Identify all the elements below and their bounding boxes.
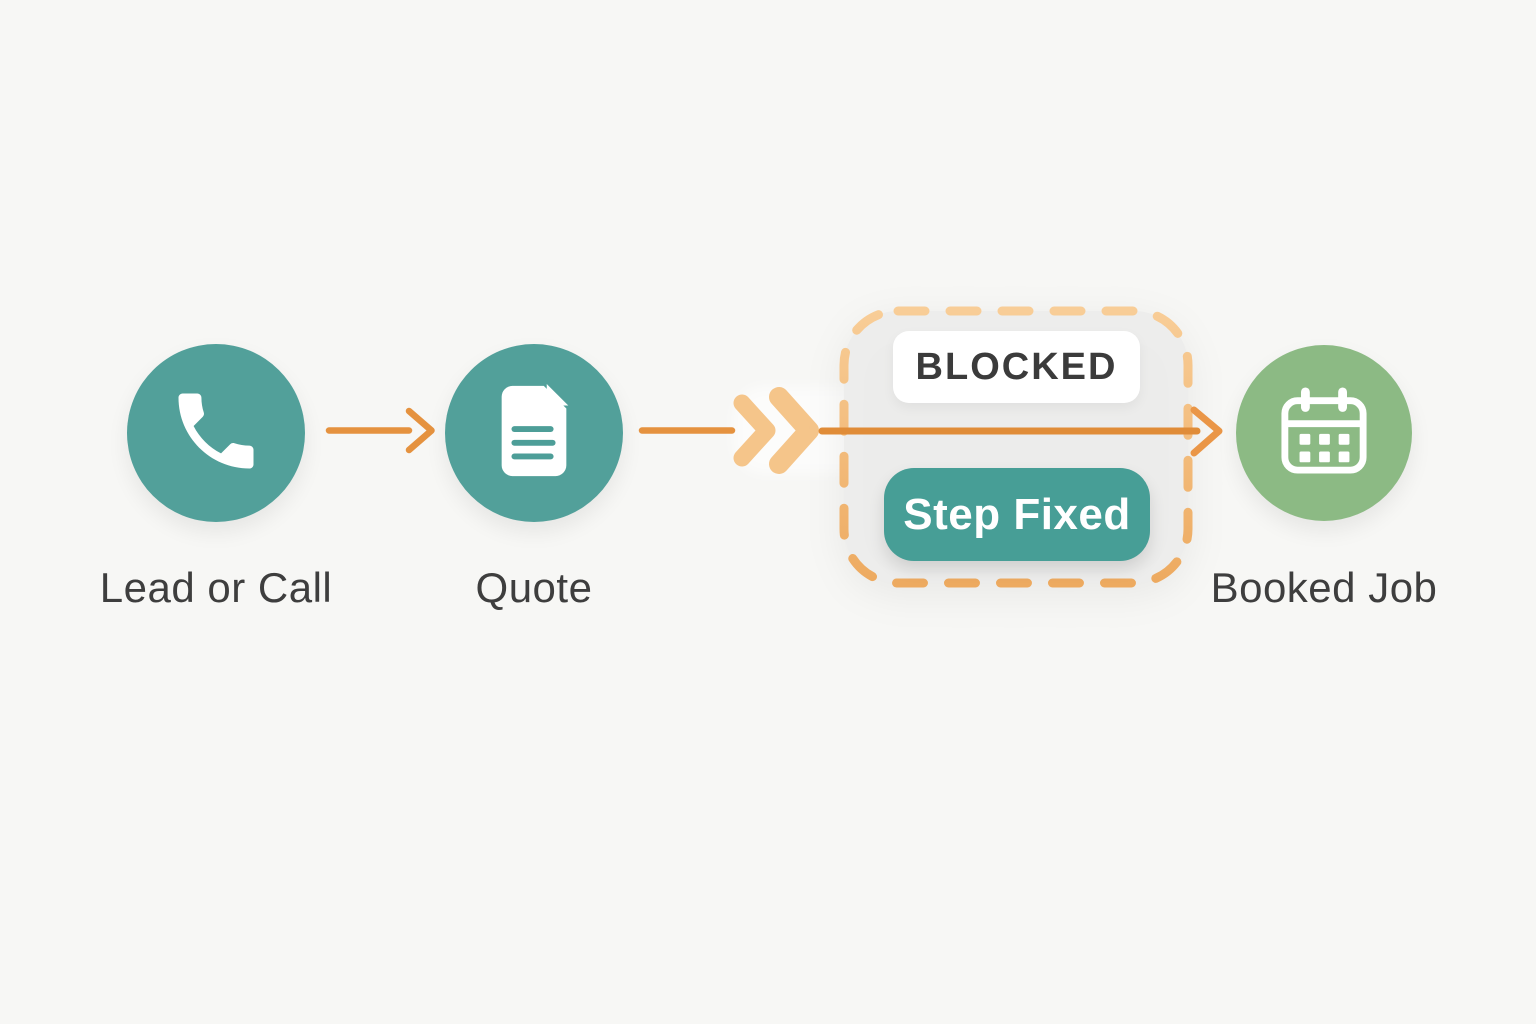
node-lead-or-call	[127, 344, 305, 522]
node-label-lead-or-call: Lead or Call	[99, 564, 333, 611]
step-fixed-button[interactable]: Step Fixed	[884, 468, 1150, 561]
arrow-through-panel	[818, 406, 1223, 457]
double-chevron-icon	[733, 387, 819, 474]
step-fixed-button-label: Step Fixed	[903, 489, 1131, 539]
blocked-status-badge: BLOCKED	[893, 331, 1140, 403]
blocked-status-text: BLOCKED	[915, 345, 1118, 388]
node-label-quote: Quote	[475, 564, 593, 611]
calendar-icon	[1277, 386, 1371, 481]
node-booked-job	[1236, 345, 1412, 521]
node-quote	[445, 344, 623, 522]
phone-icon	[166, 381, 266, 486]
node-label-booked-job: Booked Job	[1210, 564, 1438, 611]
arrow-lead-to-quote	[325, 407, 435, 454]
document-icon	[494, 382, 574, 485]
